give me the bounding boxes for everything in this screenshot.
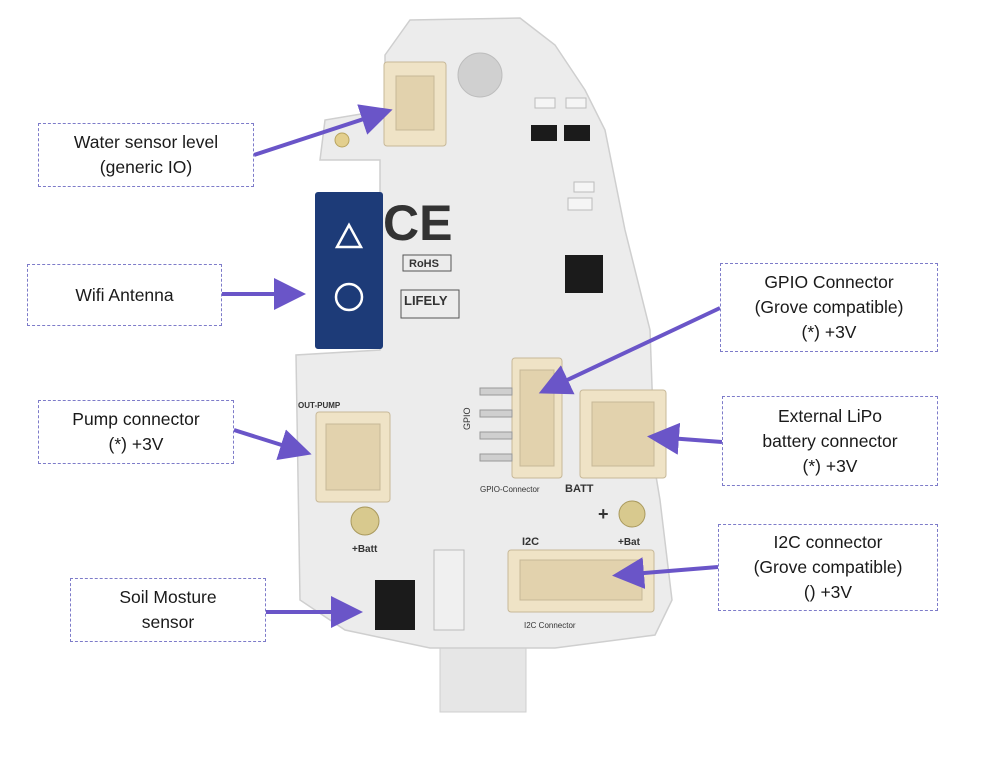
pad-top-left bbox=[334, 132, 350, 148]
callout-pump-line1: Pump connector bbox=[72, 409, 200, 429]
callout-water-sensor: Water sensor level (generic IO) bbox=[38, 123, 254, 187]
gpio-silk: GPIO bbox=[462, 407, 472, 430]
callout-i2c-line1: I2C connector bbox=[773, 532, 883, 552]
callout-gpio-line1: GPIO Connector bbox=[764, 272, 894, 292]
callout-gpio: GPIO Connector (Grove compatible) (*) +3V bbox=[720, 263, 938, 352]
callout-water-sensor-line2: (generic IO) bbox=[99, 157, 193, 177]
rohs-mark: RoHS bbox=[409, 258, 439, 270]
soil-sensor-chip bbox=[375, 580, 415, 630]
callout-lipo-line1: External LiPo bbox=[777, 405, 883, 426]
plus-silk: + bbox=[598, 504, 609, 524]
callout-soil-line1: Soil Mosture bbox=[119, 587, 217, 607]
mounting-hole bbox=[457, 52, 503, 98]
callout-i2c-line2: (Grove compatible) bbox=[753, 557, 903, 577]
callout-wifi-antenna-line1: Wifi Antenna bbox=[75, 284, 174, 305]
bat-plus-right-silk: +Bat bbox=[618, 537, 641, 548]
pump-arrow bbox=[233, 428, 312, 461]
callout-pump-line2: (*) +3V bbox=[108, 434, 164, 454]
batt-silk: BATT bbox=[565, 483, 594, 495]
callout-lipo-line3: (*) +3V bbox=[802, 455, 858, 476]
batt-pad-right bbox=[618, 500, 646, 528]
callout-gpio-line3: (*) +3V bbox=[801, 322, 857, 342]
water-sensor-arrow bbox=[253, 104, 393, 157]
i2c-connector-silk: I2C Connector bbox=[524, 621, 576, 630]
pcb-ribbon-tail bbox=[439, 639, 527, 713]
callout-soil: Soil Mosture sensor bbox=[70, 578, 266, 642]
callout-pump: Pump connector (*) +3V bbox=[38, 400, 234, 464]
gpio-arrow bbox=[538, 306, 721, 395]
batt-pad-left bbox=[350, 506, 380, 536]
wifi-antenna-module bbox=[315, 192, 383, 349]
callout-soil-line2: sensor bbox=[141, 612, 195, 632]
callout-lipo-line2: battery connector bbox=[762, 430, 898, 451]
callout-i2c-line3: () +3V bbox=[803, 582, 853, 602]
batt-plus-silk: +Batt bbox=[352, 544, 378, 555]
callout-lipo: External LiPo battery connector (*) +3V bbox=[722, 396, 938, 486]
mcu-chip bbox=[565, 255, 603, 293]
ce-mark: CE bbox=[383, 195, 452, 251]
lipo-arrow bbox=[647, 422, 723, 455]
callout-gpio-line2: (Grove compatible) bbox=[754, 297, 904, 317]
callout-wifi-antenna: Wifi Antenna bbox=[27, 264, 222, 326]
gpio-connector-silk: GPIO-Connector bbox=[480, 485, 540, 494]
out-pump-silk: OUT-PUMP bbox=[298, 401, 341, 410]
callout-water-sensor-line1: Water sensor level bbox=[73, 132, 219, 152]
i2c-silk: I2C bbox=[522, 536, 539, 548]
callout-i2c: I2C connector (Grove compatible) () +3V bbox=[718, 524, 938, 611]
i2c-arrow bbox=[612, 557, 719, 589]
lifely-logo: LIFELY bbox=[404, 293, 448, 308]
